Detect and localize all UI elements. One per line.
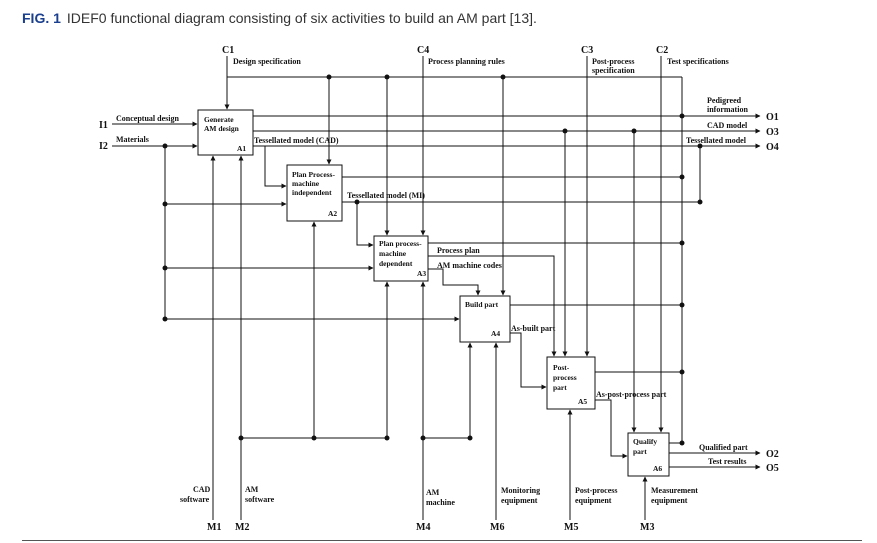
o4-label: Tessellated model	[686, 136, 747, 145]
m3-label-2: equipment	[651, 496, 688, 505]
o1-label-2: information	[707, 105, 748, 114]
a2-line2: machine	[292, 179, 320, 188]
activity-a1: Generate AM design A1	[197, 109, 254, 156]
c2-label: Test specifications	[667, 57, 729, 66]
a2-line3: independent	[292, 188, 332, 197]
process-plan-label: Process plan	[437, 246, 480, 255]
as-built-line	[510, 332, 547, 390]
figure-label: FIG. 1	[22, 10, 61, 26]
as-built-label: As-built part	[511, 324, 556, 333]
activity-a2: Plan Process- machine independent A2	[286, 164, 343, 222]
m3-label-1: Measurement	[651, 486, 698, 495]
o4-id: O4	[766, 142, 779, 153]
a1-line1: Generate	[204, 115, 234, 124]
m4-label-1: AM	[426, 488, 440, 497]
i2-label: Materials	[116, 135, 149, 144]
m4-id: M4	[416, 522, 430, 533]
m6-id: M6	[490, 522, 504, 533]
m3-id: M3	[640, 522, 654, 533]
c3-label-2: specification	[592, 66, 635, 75]
m6-label-1: Monitoring	[501, 486, 540, 495]
m1-id: M1	[207, 522, 221, 533]
o2-label: Qualified part	[699, 443, 748, 452]
m1-label-2: software	[180, 495, 210, 504]
m5-label-2: equipment	[575, 496, 612, 505]
figure-caption-text: IDEF0 functional diagram consisting of s…	[66, 10, 537, 26]
tessellated-mi-label: Tessellated model (MI)	[347, 191, 425, 200]
a6-line1: Qualify	[633, 437, 657, 446]
a3-line3: dependent	[379, 259, 413, 268]
m5-id: M5	[564, 522, 578, 533]
am-machine-codes-line	[428, 268, 481, 296]
as-post-process-label: As-post-process part	[596, 390, 667, 399]
a3-code: A3	[417, 269, 426, 278]
a4-line1: Build part	[465, 300, 499, 309]
as-post-process-line	[595, 399, 628, 459]
m2-label-2: software	[245, 495, 275, 504]
a2-code: A2	[328, 209, 337, 218]
tessellated-mi-to-a3	[356, 202, 374, 248]
a6-line2: part	[633, 447, 647, 456]
c3-id: C3	[581, 45, 593, 56]
o5-label: Test results	[708, 457, 746, 466]
o3-id: O3	[766, 127, 779, 138]
a5-line1: Post-	[553, 363, 570, 372]
o5-id: O5	[766, 463, 779, 474]
activity-a5: Post- process part A5	[546, 356, 596, 410]
c1-id: C1	[222, 45, 234, 56]
c4-label: Process planning rules	[428, 57, 505, 66]
activity-a6: Qualify part A6	[627, 432, 670, 477]
a2-line1: Plan Process-	[292, 170, 335, 179]
m5-label-1: Post-process	[575, 486, 618, 495]
a3-line1: Plan process-	[379, 239, 422, 248]
process-plan-line	[428, 255, 557, 357]
i2-id: I2	[99, 141, 108, 152]
m4-label-2: machine	[426, 498, 455, 507]
o1-id: O1	[766, 112, 779, 123]
a3-line2: machine	[379, 249, 407, 258]
m2-label-1: AM	[245, 485, 259, 494]
am-machine-codes-label: AM machine codes	[437, 261, 502, 270]
am-machine-to-a4	[423, 342, 473, 439]
o1-label-1: Pedigreed	[707, 96, 742, 105]
tessellated-cad-label: Tessellated model (CAD)	[254, 136, 339, 145]
i1-id: I1	[99, 120, 108, 131]
tessellated-cad-to-a2	[264, 146, 287, 189]
m6-label-2: equipment	[501, 496, 538, 505]
c4-id: C4	[417, 45, 429, 56]
o2-id: O2	[766, 449, 779, 460]
m2-id: M2	[235, 522, 249, 533]
activity-a3: Plan process- machine dependent A3	[373, 235, 429, 282]
a4-code: A4	[491, 329, 500, 338]
c2-id: C2	[656, 45, 668, 56]
a6-code: A6	[653, 464, 662, 473]
a1-code: A1	[237, 144, 246, 153]
a5-line2: process	[553, 373, 577, 382]
bottom-rule	[22, 540, 862, 541]
c1-label: Design specification	[233, 57, 301, 66]
figure-caption: FIG. 1 IDEF0 functional diagram consistin…	[22, 10, 537, 26]
a5-code: A5	[578, 397, 587, 406]
o3-label: CAD model	[707, 121, 748, 130]
c3-label-1: Post-process	[592, 57, 635, 66]
i1-label: Conceptual design	[116, 114, 179, 123]
activity-a4: Build part A4	[459, 295, 511, 343]
a1-line2: AM design	[204, 124, 240, 133]
a5-line3: part	[553, 383, 567, 392]
m1-label-1: CAD	[193, 485, 211, 494]
junction-dots	[162, 74, 703, 446]
